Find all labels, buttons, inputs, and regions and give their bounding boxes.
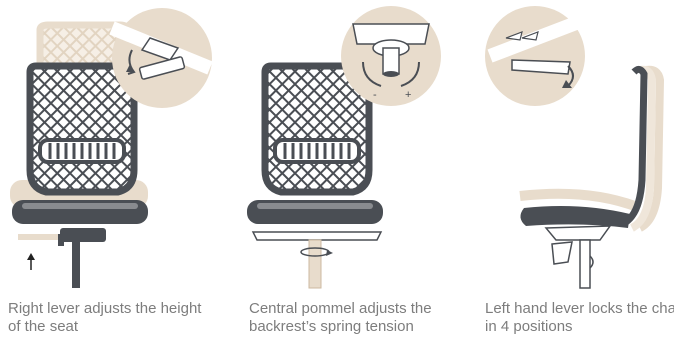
tension-pommel-icon: - + bbox=[341, 6, 441, 106]
seat-height-illustration bbox=[0, 0, 224, 290]
chair bbox=[247, 66, 383, 288]
step-caption: Central pommel adjusts the backrest’s sp… bbox=[249, 300, 449, 336]
recline-lock-illustration bbox=[450, 0, 674, 290]
chair bbox=[12, 66, 148, 288]
spring-tension-illustration: - + bbox=[225, 0, 449, 290]
svg-text:-: - bbox=[373, 89, 377, 101]
step-seat-height: Right lever adjusts the height of the se… bbox=[0, 0, 224, 358]
step-caption: Left hand lever locks the chair in 4 pos… bbox=[485, 300, 674, 336]
step-spring-tension: - + Central pommel adjusts the backrest’… bbox=[225, 0, 449, 358]
recline-lock-lever-icon bbox=[485, 6, 585, 106]
step-recline-lock: Left hand lever locks the chair in 4 pos… bbox=[450, 0, 674, 358]
seat-height-lever-icon bbox=[112, 8, 212, 108]
step-caption: Right lever adjusts the height of the se… bbox=[8, 300, 208, 336]
svg-text:+: + bbox=[405, 89, 411, 101]
up-arrow-icon bbox=[27, 253, 35, 270]
